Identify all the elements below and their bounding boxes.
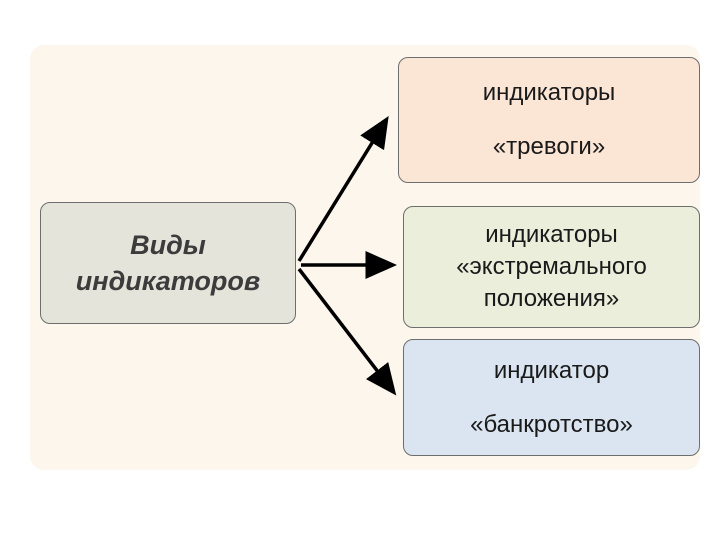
node-label-line: положения» [483, 285, 620, 312]
root-node-label-line: Виды [130, 229, 206, 260]
node-label-line: индикатор [493, 356, 610, 384]
root-node-label-line: индикаторов [75, 266, 261, 296]
node-label-line: «экстремального [456, 253, 647, 280]
root-node-types-of-indicators: Виды индикаторов [40, 202, 296, 324]
node-label-line: «тревоги» [492, 133, 606, 160]
node-extreme-position-indicators: индикаторы «экстремального положения» [403, 206, 700, 328]
node-label-line: индикаторы [482, 79, 616, 106]
node-label-line: «банкротство» [470, 410, 633, 438]
node-alarm-indicators: индикаторы «тревоги» [398, 57, 700, 183]
node-label-line: индикаторы [485, 221, 618, 248]
node-bankruptcy-indicator: индикатор «банкротство» [403, 339, 700, 456]
